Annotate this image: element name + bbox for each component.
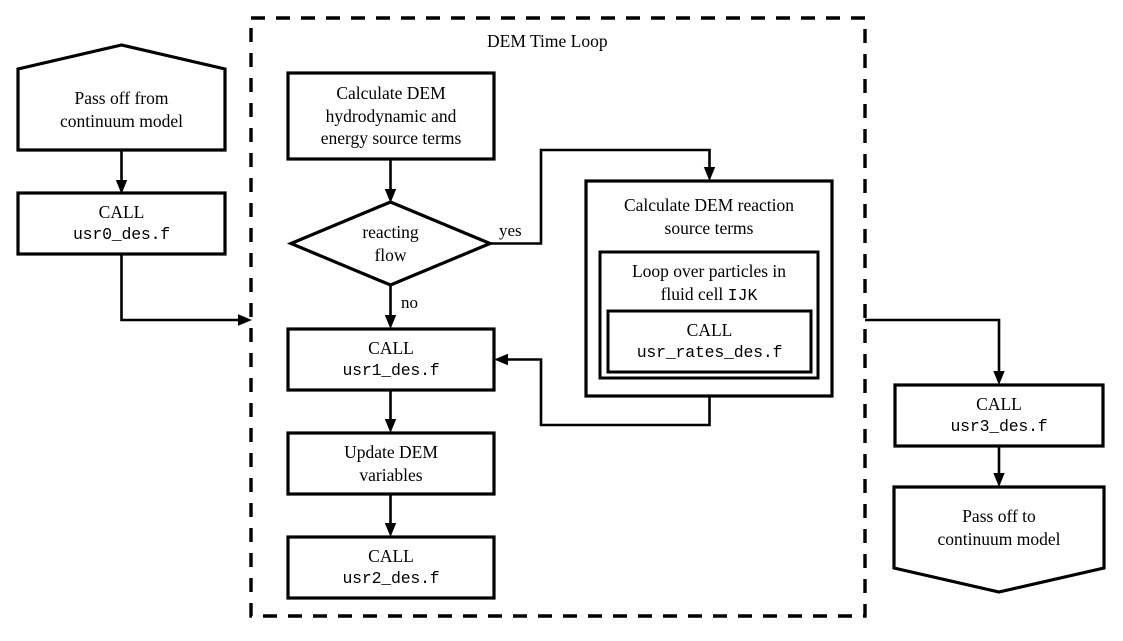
node-pass-off-to-continuum-model <box>892 485 1106 594</box>
connector-passofffrom-to-usr0 <box>115 150 128 194</box>
connector-decision-no-to-usr1 <box>384 285 397 329</box>
connector-dem-loop-to-usr3 <box>865 318 1005 385</box>
node-call-usr0-des-f <box>16 191 227 256</box>
node-pass-off-from-continuum-model <box>16 43 227 152</box>
edge-label-no: no <box>401 293 418 312</box>
node-decision-reacting-flow <box>286 200 495 287</box>
connector-decision-yes-to-reaction <box>490 148 716 245</box>
connector-usr3-to-passoffto <box>993 446 1005 487</box>
region-title-dem-time-loop: DEM Time Loop <box>487 31 608 51</box>
edge-label-yes: yes <box>499 221 522 240</box>
node-update-dem-variables <box>286 431 496 496</box>
node-call-usr1-des-f <box>286 327 496 392</box>
node-calculate-dem-hydrodynamic-energy-source-terms <box>286 71 496 161</box>
node-call-usr-rates-des-f <box>606 309 813 374</box>
connector-calchydro-to-decision <box>384 159 397 203</box>
node-call-usr2-des-f <box>286 535 496 600</box>
connector-usr0-to-dem-loop <box>120 254 252 326</box>
connector-updatedem-to-usr2 <box>384 494 397 537</box>
dem-time-loop-region <box>249 16 867 618</box>
node-call-usr3-des-f <box>893 383 1105 448</box>
connector-reaction-to-usr1 <box>494 353 711 427</box>
connector-usr1-to-updatedem <box>384 390 397 433</box>
